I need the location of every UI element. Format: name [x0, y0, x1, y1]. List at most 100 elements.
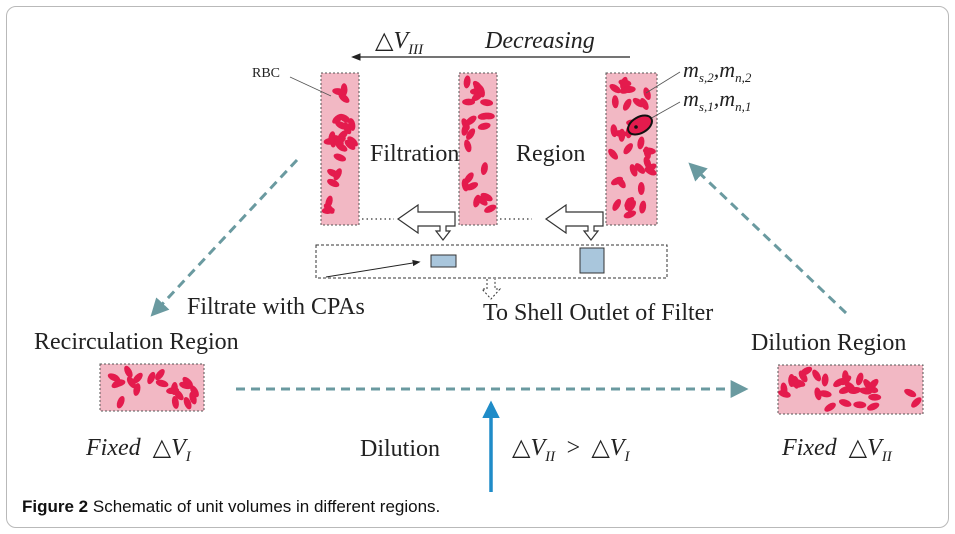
rbc-cell — [480, 192, 493, 202]
ms1-mn1-label: ms,1,mn,1 — [683, 86, 751, 114]
rbc-cell — [480, 99, 494, 107]
rbc-cell — [170, 382, 178, 395]
rbc-cell — [609, 84, 621, 94]
filtrate-large-box — [579, 247, 605, 274]
region-label: Region — [516, 141, 585, 167]
hollow-arrow-right — [544, 203, 604, 241]
rbc-cell — [640, 98, 649, 110]
m1-leader-line — [647, 101, 681, 121]
outlet-arrow — [480, 279, 502, 300]
rbc-cell — [477, 122, 491, 130]
rbc-cell — [466, 128, 476, 140]
rbc-cell — [614, 130, 628, 138]
rbc-cell — [624, 197, 632, 211]
rbc-cell — [155, 369, 165, 381]
rbc-cell — [868, 378, 879, 390]
rbc-cell — [328, 131, 336, 145]
filtrate-label: Filtrate with CPAs — [187, 294, 365, 320]
rbc-cell — [147, 371, 156, 385]
ms2-mn2-label: ms,2,mn,2 — [683, 57, 752, 85]
rbc-cell — [124, 365, 133, 378]
recirculation-cell-box — [99, 363, 205, 412]
recirculation-region-label: Recirculation Region — [34, 329, 239, 355]
dilution-cell-box — [777, 364, 924, 415]
rbc-cell — [623, 143, 633, 155]
rbc-cell — [480, 162, 488, 176]
rbc-cell — [643, 156, 652, 170]
rbc-cell — [347, 136, 358, 147]
rbc-cell — [182, 376, 193, 388]
rbc-cell — [792, 379, 806, 387]
rbc-cell — [333, 135, 344, 146]
rbc-cell — [476, 195, 488, 206]
rbc-cell — [911, 397, 922, 408]
hollow-arrow-left — [396, 203, 456, 241]
rbc-cell — [644, 166, 657, 176]
filtration-column-right — [605, 72, 658, 226]
rbc-label: RBC — [252, 66, 280, 81]
filtration-label: Filtration — [370, 141, 459, 167]
rbc-cell — [112, 379, 126, 387]
rbc-cell — [637, 136, 645, 150]
rbc-cell — [338, 113, 351, 123]
rbc-cell — [107, 373, 120, 382]
highlighted-rbc — [627, 114, 653, 136]
rbc-cell — [840, 375, 852, 386]
caption-label: Figure 2 — [22, 497, 89, 516]
rbc-cell — [812, 369, 822, 382]
rbc-cell — [643, 87, 651, 100]
rbc-cell — [639, 200, 647, 214]
rbc-cell — [481, 112, 495, 120]
collector-box — [315, 244, 668, 279]
dilution-region-label: Dilution Region — [751, 330, 906, 356]
rbc-cell — [333, 153, 346, 162]
rbc-cell — [133, 383, 141, 396]
rbc-cell — [838, 399, 852, 407]
rbc-cell — [778, 390, 791, 398]
m2-leader-line — [645, 71, 681, 94]
rbc-leader-line — [289, 76, 332, 97]
arrow-to-filtration — [688, 162, 848, 315]
rbc-cell — [477, 84, 485, 98]
inequality-label: △VII>△VI — [512, 435, 630, 465]
rbc-cell — [332, 88, 346, 96]
rbc-cell — [814, 387, 822, 401]
rbc-cell — [904, 388, 917, 398]
highlighted-rbc-dot — [634, 125, 638, 129]
filtration-column-middle — [458, 72, 498, 226]
rbc-cell — [623, 210, 637, 219]
rbc-cell — [868, 393, 882, 401]
filtrate-small-box — [430, 254, 457, 268]
rbc-cell — [622, 86, 636, 94]
rbc-cell — [461, 123, 469, 136]
rbc-cell — [190, 385, 199, 398]
rbc-cell — [844, 381, 856, 392]
rbc-cell — [798, 370, 808, 383]
rbc-cell — [344, 139, 356, 150]
rbc-cell — [608, 148, 619, 160]
rbc-cell — [335, 142, 348, 152]
rbc-cell — [465, 182, 479, 191]
rbc-cell — [818, 390, 832, 398]
rbc-cell — [327, 178, 340, 188]
fixed-v2-label: Fixed△VII — [781, 435, 893, 465]
shell-outlet-label: To Shell Outlet of Filter — [483, 300, 713, 326]
rbc-cell — [634, 163, 646, 174]
rbc-cell — [484, 204, 497, 213]
rbc-cell — [618, 79, 632, 87]
filtrate-pointer-arrow — [325, 259, 421, 278]
rbc-cell — [461, 178, 469, 192]
rbc-cell — [183, 397, 192, 410]
rbc-cell — [132, 372, 143, 384]
rbc-cell — [126, 376, 136, 389]
rbc-cell — [855, 372, 864, 386]
decreasing-label: Decreasing — [484, 28, 595, 54]
figure-caption: Figure 2 Schematic of unit volumes in di… — [22, 497, 440, 517]
rbc-cell — [642, 147, 656, 155]
caption-text: Schematic of unit volumes in different r… — [92, 497, 441, 516]
rbc-cell — [629, 164, 638, 177]
rbc-cell — [333, 168, 342, 181]
rbc-cell — [622, 98, 632, 111]
arrow-to-recirculation — [150, 158, 299, 317]
